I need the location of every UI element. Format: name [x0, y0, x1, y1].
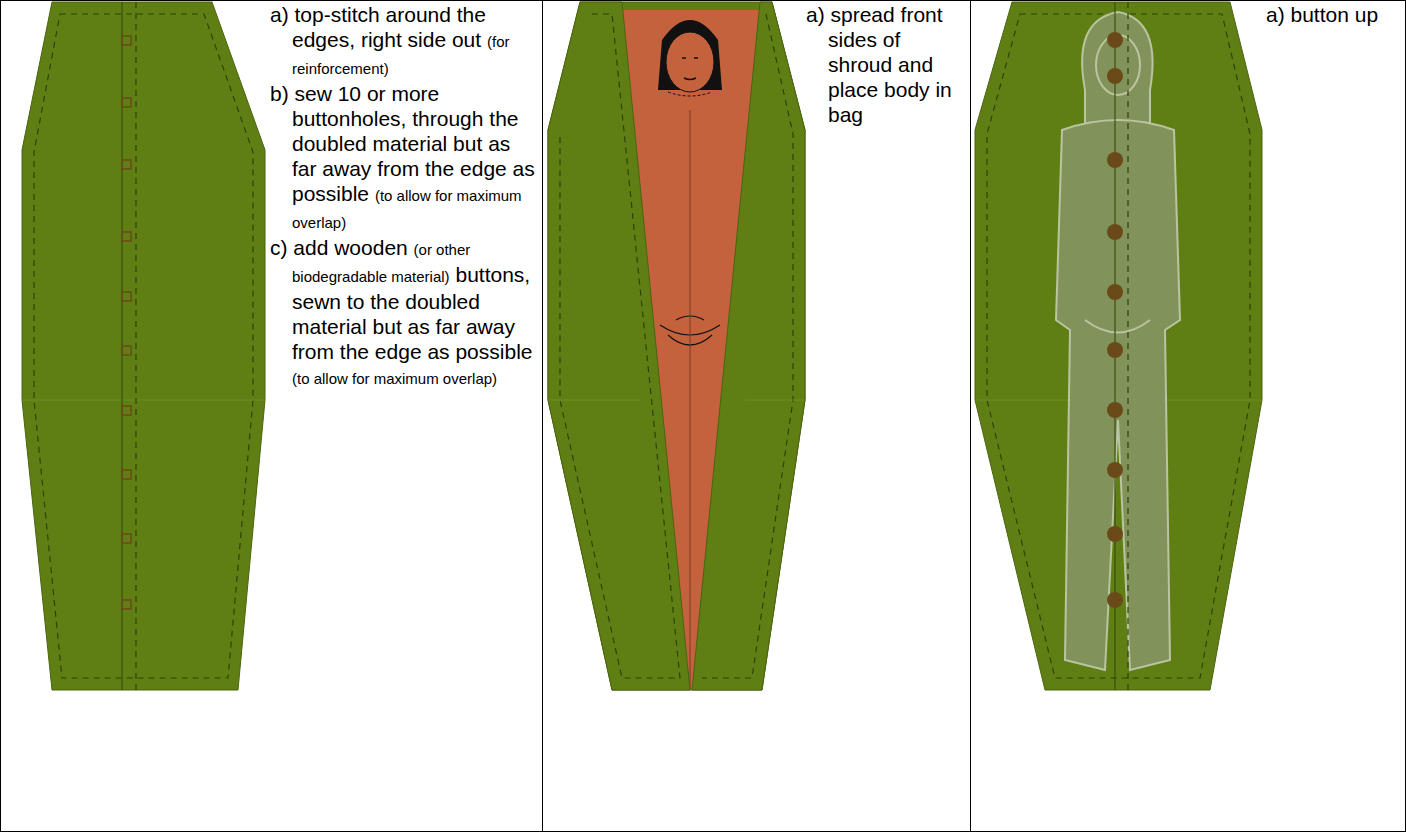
step-label: a) button up [1266, 3, 1378, 26]
step-label: b) sew 10 or more buttonholes, through t… [270, 82, 535, 205]
step-label: a) spread front sides of shroud and plac… [806, 3, 952, 126]
step-text: a) spread front sides of shroud and plac… [806, 2, 962, 127]
step-item: a) top-stitch around the edges, right si… [270, 2, 536, 81]
note-text: (to allow for maximum overlap) [292, 370, 497, 387]
shroud-with-body [548, 2, 805, 690]
step-item: c) add wooden (or other biodegradable ma… [270, 235, 536, 391]
step-label: c) add wooden [270, 236, 408, 259]
shroud-buttoned [975, 2, 1262, 690]
step-item: a) button up [1266, 2, 1400, 27]
step-text: a) top-stitch around the edges, right si… [270, 2, 536, 391]
step-item: b) sew 10 or more buttonholes, through t… [270, 81, 536, 235]
step-text: a) button up [1266, 2, 1400, 27]
shroud-open [22, 2, 265, 690]
step-label: a) top-stitch around the edges, right si… [270, 3, 486, 51]
step-item: a) spread front sides of shroud and plac… [806, 2, 962, 127]
